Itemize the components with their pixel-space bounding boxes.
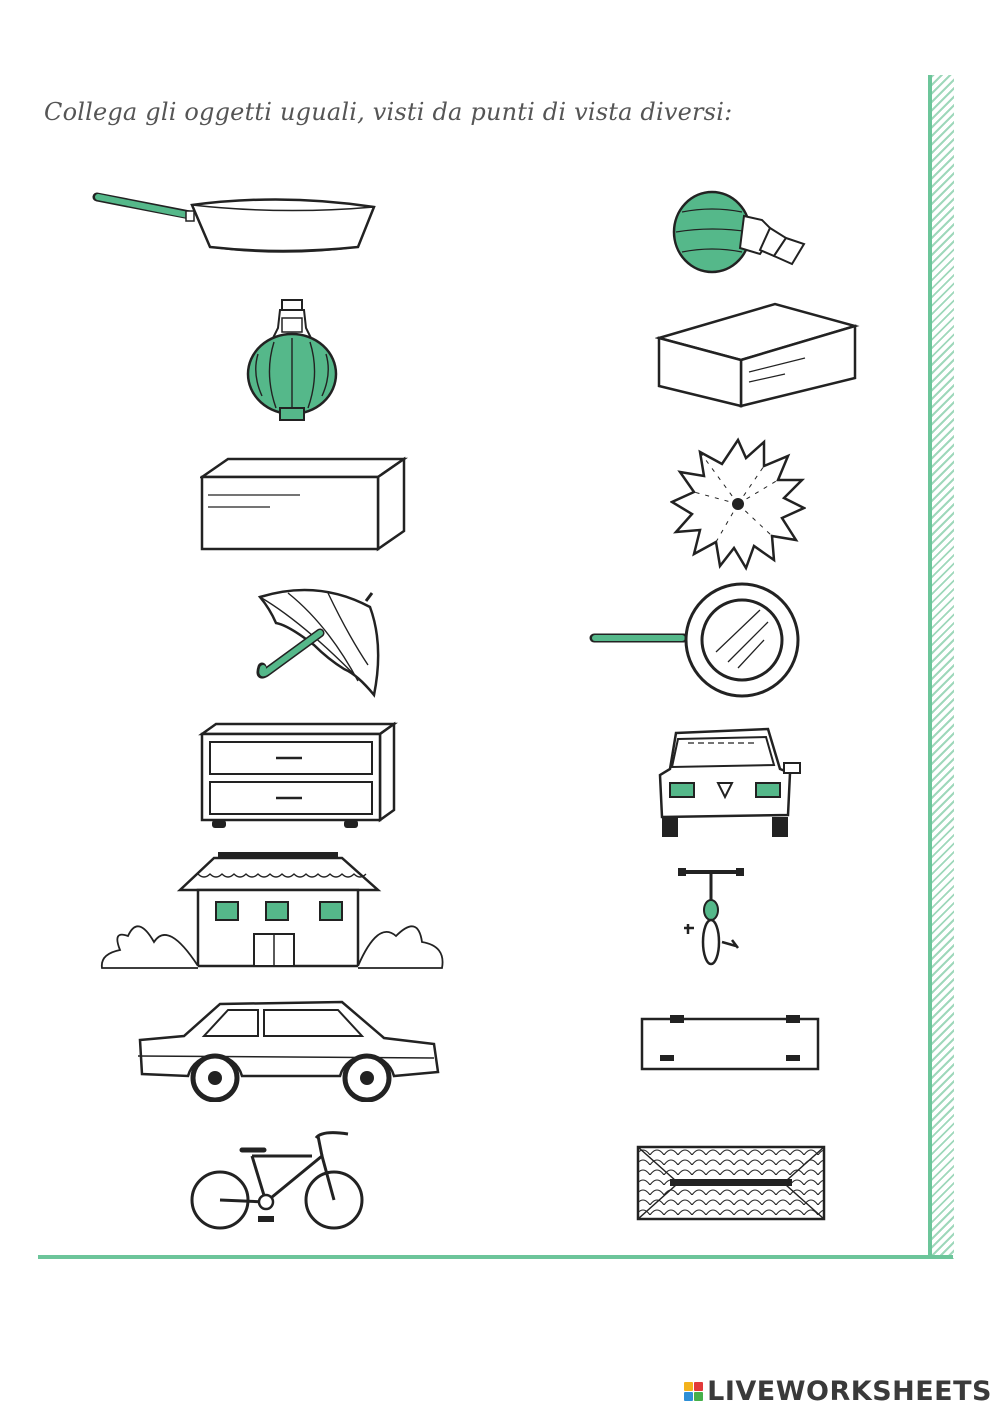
frying-pan-side-icon[interactable] — [92, 185, 382, 260]
house-roof-top-icon[interactable] — [636, 1145, 826, 1221]
wine-flask-side-icon[interactable] — [244, 298, 344, 426]
dresser-front-icon[interactable] — [198, 720, 398, 832]
bicycle-side-icon[interactable] — [186, 1126, 366, 1234]
page-border-right — [928, 75, 954, 1259]
umbrella-side-icon[interactable] — [248, 585, 388, 700]
logo-mark-icon — [684, 1382, 704, 1401]
car-rear-icon[interactable] — [658, 725, 806, 841]
page-border-bottom — [38, 1255, 953, 1259]
bicycle-front-icon[interactable] — [674, 866, 750, 968]
box-angle-icon[interactable] — [655, 302, 861, 410]
umbrella-top-icon[interactable] — [670, 436, 806, 572]
box-side-icon[interactable] — [200, 455, 410, 555]
instruction-text: Collega gli oggetti uguali, visti da pun… — [44, 98, 733, 126]
car-side-icon[interactable] — [134, 996, 440, 1102]
dresser-top-icon[interactable] — [640, 1015, 822, 1073]
liveworksheets-logo: LIVEWORKSHEETS — [684, 1376, 992, 1407]
frying-pan-top-icon[interactable] — [588, 580, 804, 700]
logo-text: LIVEWORKSHEETS — [707, 1376, 992, 1407]
house-front-icon[interactable] — [98, 850, 450, 975]
wine-flask-lying-icon[interactable] — [670, 182, 810, 277]
